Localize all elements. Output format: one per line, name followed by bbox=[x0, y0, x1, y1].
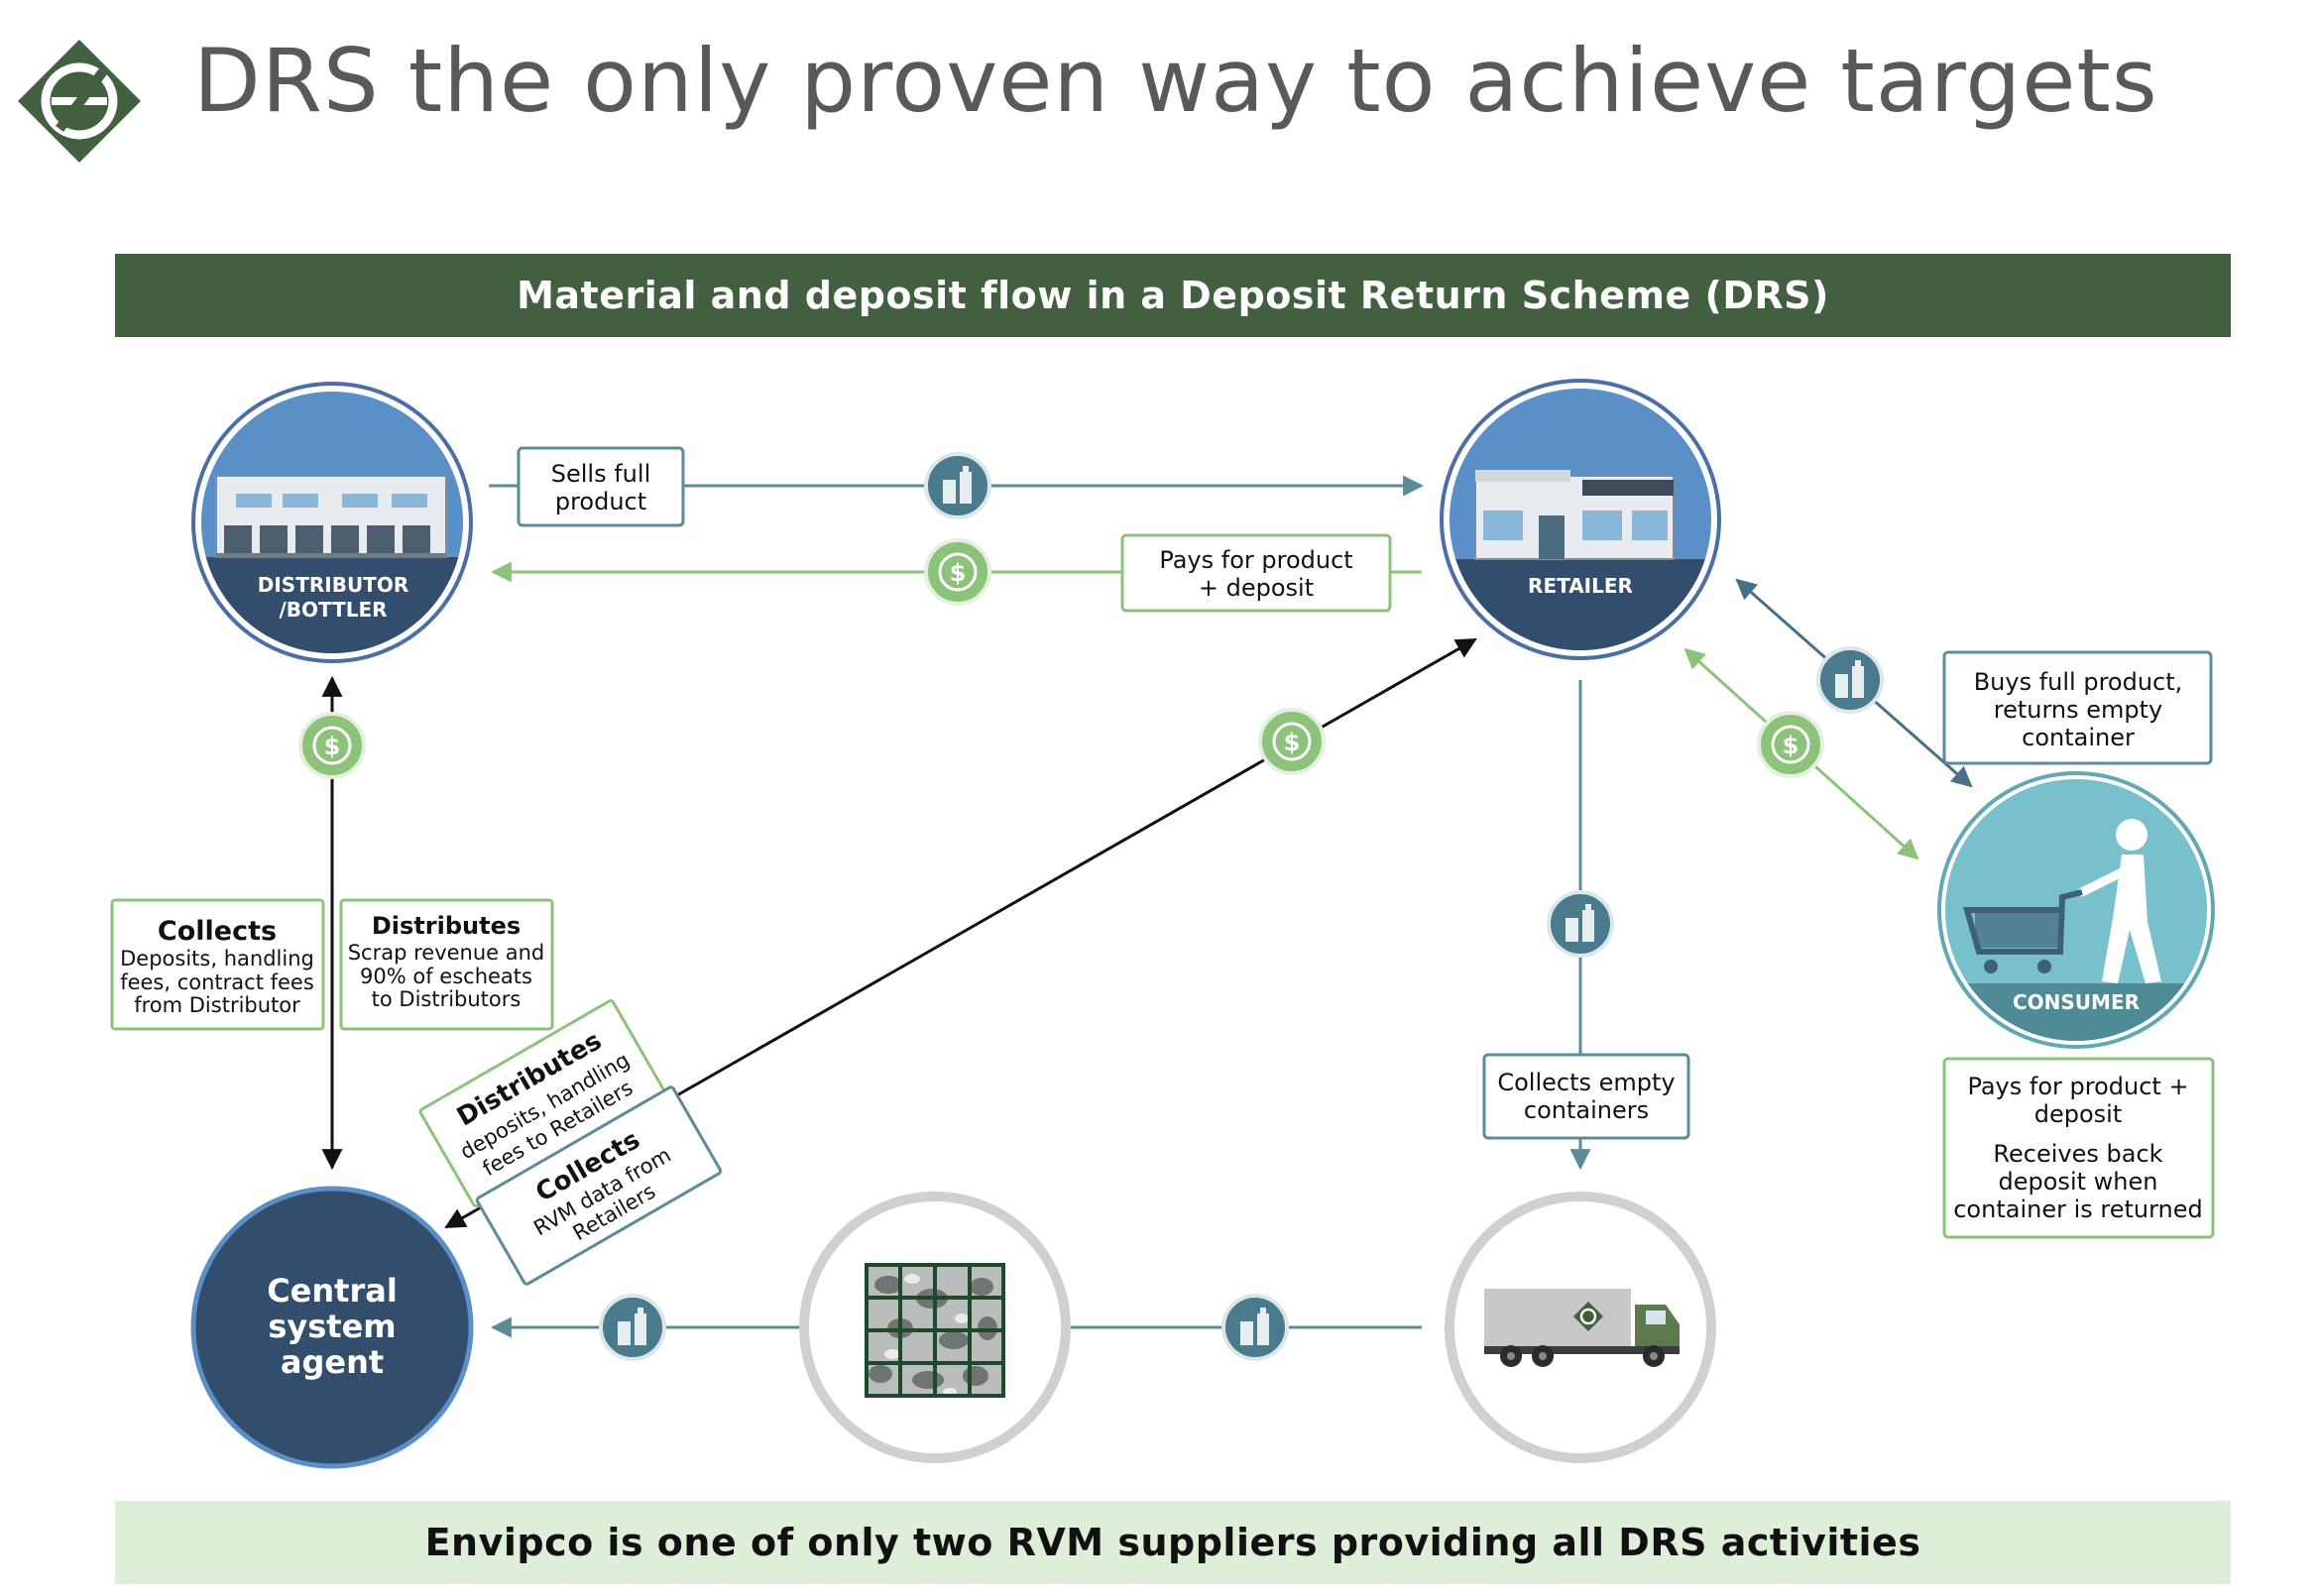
collection-truck-node bbox=[1445, 1192, 1716, 1463]
dollar-coin-icon-distributor: $ bbox=[298, 712, 366, 779]
consumer-pays-receives-label: Pays for product + deposit Receives back… bbox=[1942, 1057, 2215, 1239]
svg-text:Buys full product,: Buys full product, bbox=[1974, 668, 2183, 696]
container-icon-central bbox=[599, 1294, 666, 1361]
retailer-node: RETAILER bbox=[1440, 379, 1721, 660]
consumer-node: CONSUMER bbox=[1937, 771, 2215, 1049]
container-icon-collect bbox=[1547, 890, 1614, 958]
svg-text:Collects: Collects bbox=[158, 916, 277, 947]
svg-text:$: $ bbox=[950, 559, 967, 587]
svg-text:Pays for product +: Pays for product + bbox=[1967, 1073, 2188, 1100]
svg-text:$: $ bbox=[1783, 732, 1799, 759]
svg-text:Deposits, handling: Deposits, handling bbox=[120, 947, 314, 970]
svg-text:deposit: deposit bbox=[2034, 1100, 2123, 1128]
dollar-coin-icon-pays: $ bbox=[924, 538, 991, 606]
central-label-line1: Central bbox=[267, 1272, 398, 1310]
svg-text:product: product bbox=[555, 488, 646, 515]
svg-text:from Distributor: from Distributor bbox=[134, 993, 300, 1017]
svg-text:Collects empty: Collects empty bbox=[1497, 1069, 1675, 1096]
page-title: DRS the only proven way to achieve targe… bbox=[193, 30, 2158, 132]
central-label-line2: system bbox=[268, 1308, 396, 1345]
collection-truck-icon bbox=[1484, 1289, 1680, 1367]
svg-text:Sells full: Sells full bbox=[551, 460, 650, 488]
svg-text:deposit when: deposit when bbox=[1999, 1168, 2158, 1196]
diagram-footer: Envipco is one of only two RVM suppliers… bbox=[115, 1501, 2231, 1584]
svg-text:Receives back: Receives back bbox=[1993, 1140, 2162, 1168]
retailer-label: RETAILER bbox=[1528, 574, 1633, 598]
sells-full-product-label: Sells full product bbox=[517, 446, 685, 527]
envipco-logo-icon bbox=[18, 40, 141, 163]
svg-text:container: container bbox=[2022, 724, 2135, 751]
pays-product-deposit-label: Pays for product + deposit bbox=[1120, 533, 1392, 613]
svg-text:fees, contract fees: fees, contract fees bbox=[120, 970, 314, 994]
shopper-cart-icon bbox=[1963, 819, 2161, 983]
svg-text:Distributes: Distributes bbox=[372, 912, 521, 940]
svg-text:returns empty: returns empty bbox=[1994, 696, 2163, 724]
svg-text:$: $ bbox=[1284, 729, 1301, 756]
svg-text:container is returned: container is returned bbox=[1953, 1196, 2203, 1223]
distributor-label-line1: DISTRIBUTOR bbox=[258, 573, 408, 597]
distributor-label-line2: /BOTTLER bbox=[279, 598, 387, 622]
dollar-coin-icon-retailer: $ bbox=[1258, 708, 1326, 775]
container-icon-sells bbox=[924, 452, 991, 519]
store-building-icon bbox=[1474, 470, 1675, 560]
svg-text:to Distributors: to Distributors bbox=[372, 987, 522, 1011]
warehouse-building-icon bbox=[215, 475, 447, 558]
svg-text:Pays for product: Pays for product bbox=[1159, 546, 1352, 574]
buys-returns-label: Buys full product, returns empty contain… bbox=[1942, 650, 2213, 765]
consumer-label: CONSUMER bbox=[2013, 990, 2140, 1014]
distributes-to-distributors-label: Distributes Scrap revenue and 90% of esc… bbox=[339, 898, 554, 1031]
collects-from-distributor-label: Collects Deposits, handling fees, contra… bbox=[110, 898, 325, 1031]
svg-text:containers: containers bbox=[1524, 1096, 1649, 1124]
material-bale-node bbox=[799, 1192, 1071, 1463]
svg-text:$: $ bbox=[324, 733, 341, 760]
central-label-line3: agent bbox=[281, 1343, 384, 1381]
diagram-header: Material and deposit flow in a Deposit R… bbox=[115, 254, 2231, 337]
container-icon-consumer bbox=[1816, 646, 1884, 714]
compressed-material-bale-icon bbox=[865, 1263, 1005, 1398]
svg-text:+ deposit: + deposit bbox=[1199, 574, 1314, 602]
distributor-node: DISTRIBUTOR /BOTTLER bbox=[191, 382, 473, 663]
collects-empty-containers-label: Collects empty containers bbox=[1482, 1053, 1690, 1140]
central-system-agent-node: Central system agent bbox=[190, 1186, 474, 1469]
svg-text:90% of escheats: 90% of escheats bbox=[360, 965, 532, 988]
container-icon-truck bbox=[1221, 1294, 1289, 1361]
dollar-coin-icon-consumer: $ bbox=[1757, 711, 1824, 778]
svg-text:Scrap revenue and: Scrap revenue and bbox=[348, 941, 545, 965]
